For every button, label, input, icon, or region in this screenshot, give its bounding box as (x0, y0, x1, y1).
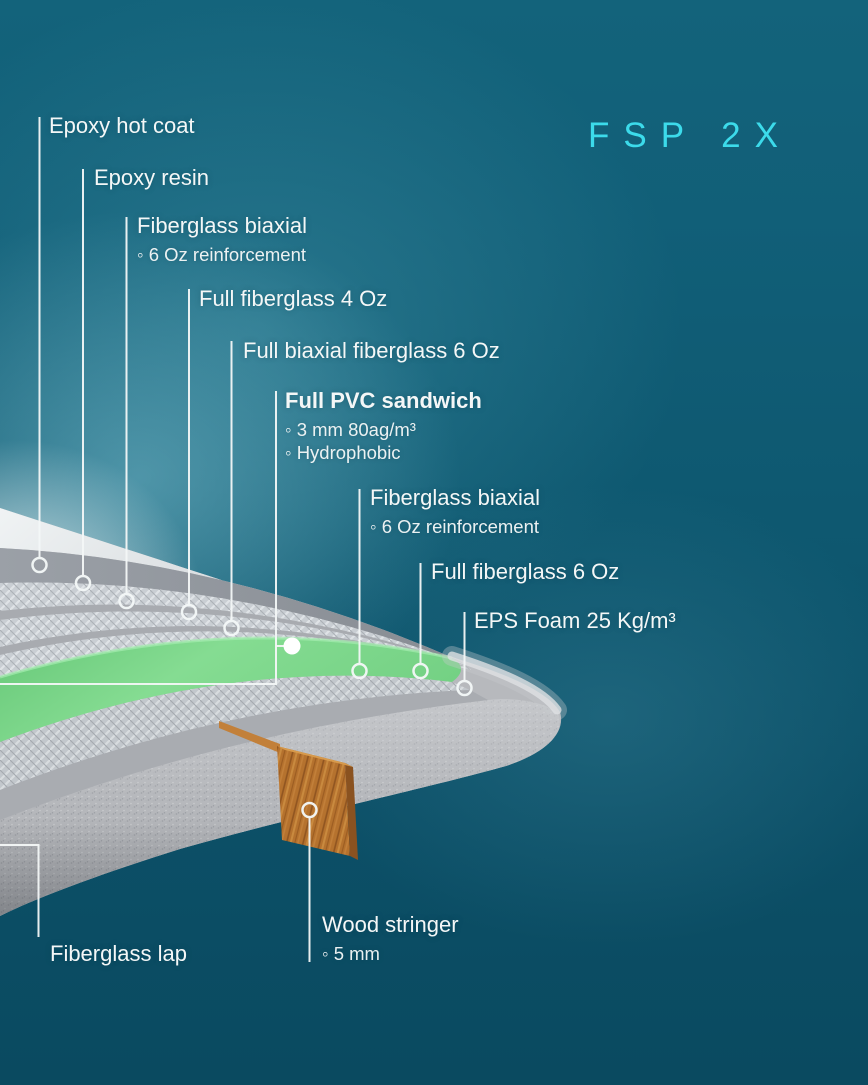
callout-line-full-pvc-sandwich (0, 391, 277, 685)
callout-endpoint-circle (74, 574, 92, 592)
callout-label-fiberglass-biaxial-top: Fiberglass biaxial ◦ 6 Oz reinforcement (137, 213, 307, 266)
callout-label-full-biaxial-fiberglass: Full biaxial fiberglass 6 Oz (243, 338, 500, 364)
wood-stringer-plank (277, 746, 350, 856)
callout-label-full-fiberglass-4oz: Full fiberglass 4 Oz (199, 286, 387, 312)
callout-label-epoxy-resin: Epoxy resin (94, 165, 209, 191)
callout-label-text: Epoxy hot coat (49, 113, 195, 138)
fiberglass-texture-layer-3 (0, 631, 471, 677)
product-title: FSP 2X (588, 116, 792, 155)
callout-label-text: Fiberglass biaxial (137, 213, 307, 238)
callout-endpoint-circle (180, 603, 198, 621)
callout-label-eps-foam: EPS Foam 25 Kg/m³ (474, 608, 676, 634)
callout-label-text: Fiberglass lap (50, 941, 187, 966)
pvc-green-edge-highlight (0, 636, 453, 679)
nose-rail-highlight-bright (447, 651, 562, 715)
callout-label-detail: ◦ 6 Oz reinforcement (137, 243, 307, 265)
callout-label-text: Wood stringer (322, 912, 459, 937)
callout-line-fiberglass-lap (0, 844, 40, 937)
callout-endpoint-circle (351, 662, 368, 680)
callout-endpoint-circle (412, 662, 429, 680)
gray-divider-layer-1 (0, 604, 467, 666)
epoxy-resin-layer (0, 548, 464, 664)
foam-bottom-shadow (0, 699, 560, 916)
fiberglass-texture-layer-1 (0, 582, 466, 665)
fiberglass-texture-layer-2 (0, 611, 468, 667)
callout-label-detail: ◦ Hydrophobic (285, 441, 401, 463)
wood-stringer-top-edge (277, 746, 353, 767)
epoxy-hot-coat-layer (0, 508, 460, 661)
callout-endpoint-circle (223, 619, 240, 637)
callout-endpoint-circle (31, 556, 48, 574)
callout-endpoint-circle (118, 592, 135, 610)
callout-label-fiberglass-lap: Fiberglass lap (50, 941, 187, 967)
callout-label-text: Fiberglass biaxial (370, 485, 540, 510)
fiberglass-texture-layer-4 (0, 675, 470, 790)
callout-label-wood-stringer: Wood stringer ◦ 5 mm (322, 912, 459, 965)
callout-label-text: Full PVC sandwich (285, 388, 482, 413)
callout-label-detail: ◦ 5 mm (322, 942, 380, 964)
wood-stringer-edge (219, 721, 280, 753)
callout-label-text: EPS Foam 25 Kg/m³ (474, 608, 676, 633)
callout-label-detail: ◦ 6 Oz reinforcement (370, 515, 540, 537)
wood-stringer-side-face (345, 763, 358, 860)
callout-endpoint-circle (301, 801, 318, 819)
callout-label-full-fiberglass-6oz: Full fiberglass 6 Oz (431, 559, 619, 585)
callout-label-text: Full biaxial fiberglass 6 Oz (243, 338, 500, 363)
callout-endpoint-dot (283, 637, 301, 655)
callout-label-text: Epoxy resin (94, 165, 209, 190)
callout-label-text: Full fiberglass 6 Oz (431, 559, 620, 584)
gray-divider-layer-3 (0, 690, 488, 820)
callout-label-text: Full fiberglass 4 Oz (199, 286, 388, 311)
pvc-green-layer (0, 637, 462, 742)
callout-label-fiberglass-biaxial-bottom: Fiberglass biaxial ◦ 6 Oz reinforcement (370, 485, 540, 538)
callout-label-detail: ◦ 3 mm 80ag/m³ (285, 418, 416, 440)
callout-label-full-pvc-sandwich: Full PVC sandwich ◦ 3 mm 80ag/m³ ◦ Hydro… (285, 388, 482, 464)
callout-label-epoxy-hot-coat: Epoxy hot coat (49, 113, 195, 139)
callout-endpoint-circle (456, 679, 473, 697)
